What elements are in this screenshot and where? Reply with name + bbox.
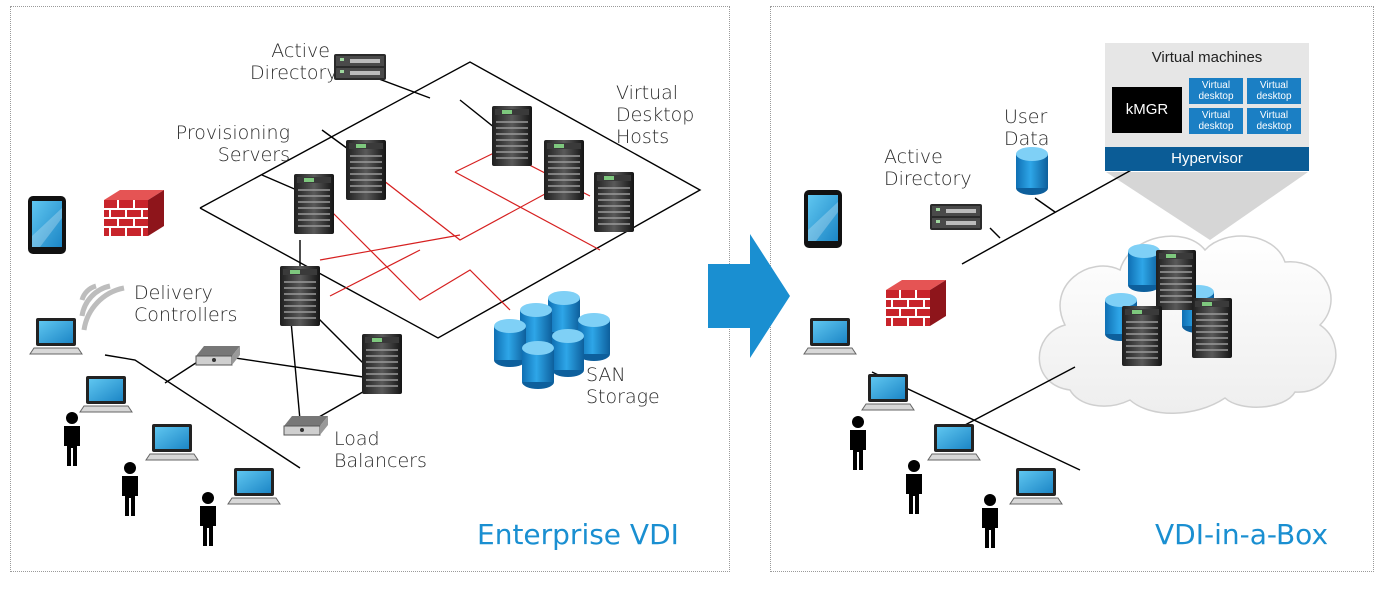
kmgr-block: kMGR <box>1112 87 1182 133</box>
active-directory-switch-icon <box>930 204 982 230</box>
transition-arrow-icon <box>708 234 790 358</box>
user-person-icon <box>122 462 138 516</box>
virtual-desktop-block: Virtual desktop <box>1189 108 1243 134</box>
user-person-icon <box>64 412 80 466</box>
label-delivery-controllers: Delivery Controllers <box>134 282 238 326</box>
laptop-icon <box>927 423 981 461</box>
server-icon <box>361 333 403 395</box>
provisioning-server-icon <box>293 173 335 235</box>
label-active-directory: Active Directory <box>250 40 338 84</box>
virtual-desktop-block: Virtual desktop <box>1247 78 1301 104</box>
user-person-icon <box>982 494 998 548</box>
virtual-machines-title: Virtual machines <box>1151 49 1263 66</box>
virtual-desktop-block: Virtual desktop <box>1247 108 1301 134</box>
hypervisor-bar: Hypervisor <box>1105 147 1309 171</box>
enterprise-vdi-title: Enterprise VDI <box>477 518 679 551</box>
vdi-in-a-box-title: VDI-in-a-Box <box>1155 518 1329 551</box>
delivery-controller-icon <box>279 265 321 327</box>
storage-icon <box>1128 244 1160 292</box>
label-active-directory-box: Active Directory <box>884 146 972 190</box>
label-virtual-desktop-hosts: Virtual Desktop Hosts <box>616 82 695 148</box>
provisioning-server-icon <box>345 139 387 201</box>
user-person-icon <box>850 416 866 470</box>
user-person-icon <box>200 492 216 546</box>
laptop-icon <box>79 375 133 413</box>
server-icon <box>1155 249 1197 311</box>
laptop-icon <box>145 423 199 461</box>
laptop-icon <box>803 317 857 355</box>
vm-projection-cone <box>1106 172 1308 240</box>
virtual-desktop-host-icon <box>593 171 635 233</box>
label-load-balancers: Load Balancers <box>334 428 427 472</box>
wifi-signal-icon <box>79 283 125 331</box>
label-provisioning-servers: Provisioning Servers <box>175 122 290 166</box>
laptop-icon <box>861 373 915 411</box>
firewall-icon <box>103 189 165 237</box>
server-icon <box>1191 297 1233 359</box>
load-balancer-icon <box>283 415 329 436</box>
server-icon <box>1121 305 1163 367</box>
laptop-icon <box>29 317 83 355</box>
virtual-desktop-host-icon <box>491 105 533 167</box>
user-person-icon <box>906 460 922 514</box>
tablet-icon <box>28 196 66 254</box>
virtual-desktop-block: Virtual desktop <box>1189 78 1243 104</box>
label-user-data: User Data <box>1004 106 1050 150</box>
user-data-storage-icon <box>1016 147 1048 195</box>
active-directory-switch-icon <box>334 54 386 80</box>
load-balancer-icon <box>195 345 241 366</box>
laptop-icon <box>227 467 281 505</box>
label-san-storage: SAN Storage <box>586 364 660 408</box>
laptop-icon <box>1009 467 1063 505</box>
tablet-icon <box>804 190 842 248</box>
virtual-machines-box: Virtual machines kMGR Virtual desktop Vi… <box>1105 43 1309 171</box>
firewall-icon <box>885 279 947 327</box>
virtual-desktop-host-icon <box>543 139 585 201</box>
